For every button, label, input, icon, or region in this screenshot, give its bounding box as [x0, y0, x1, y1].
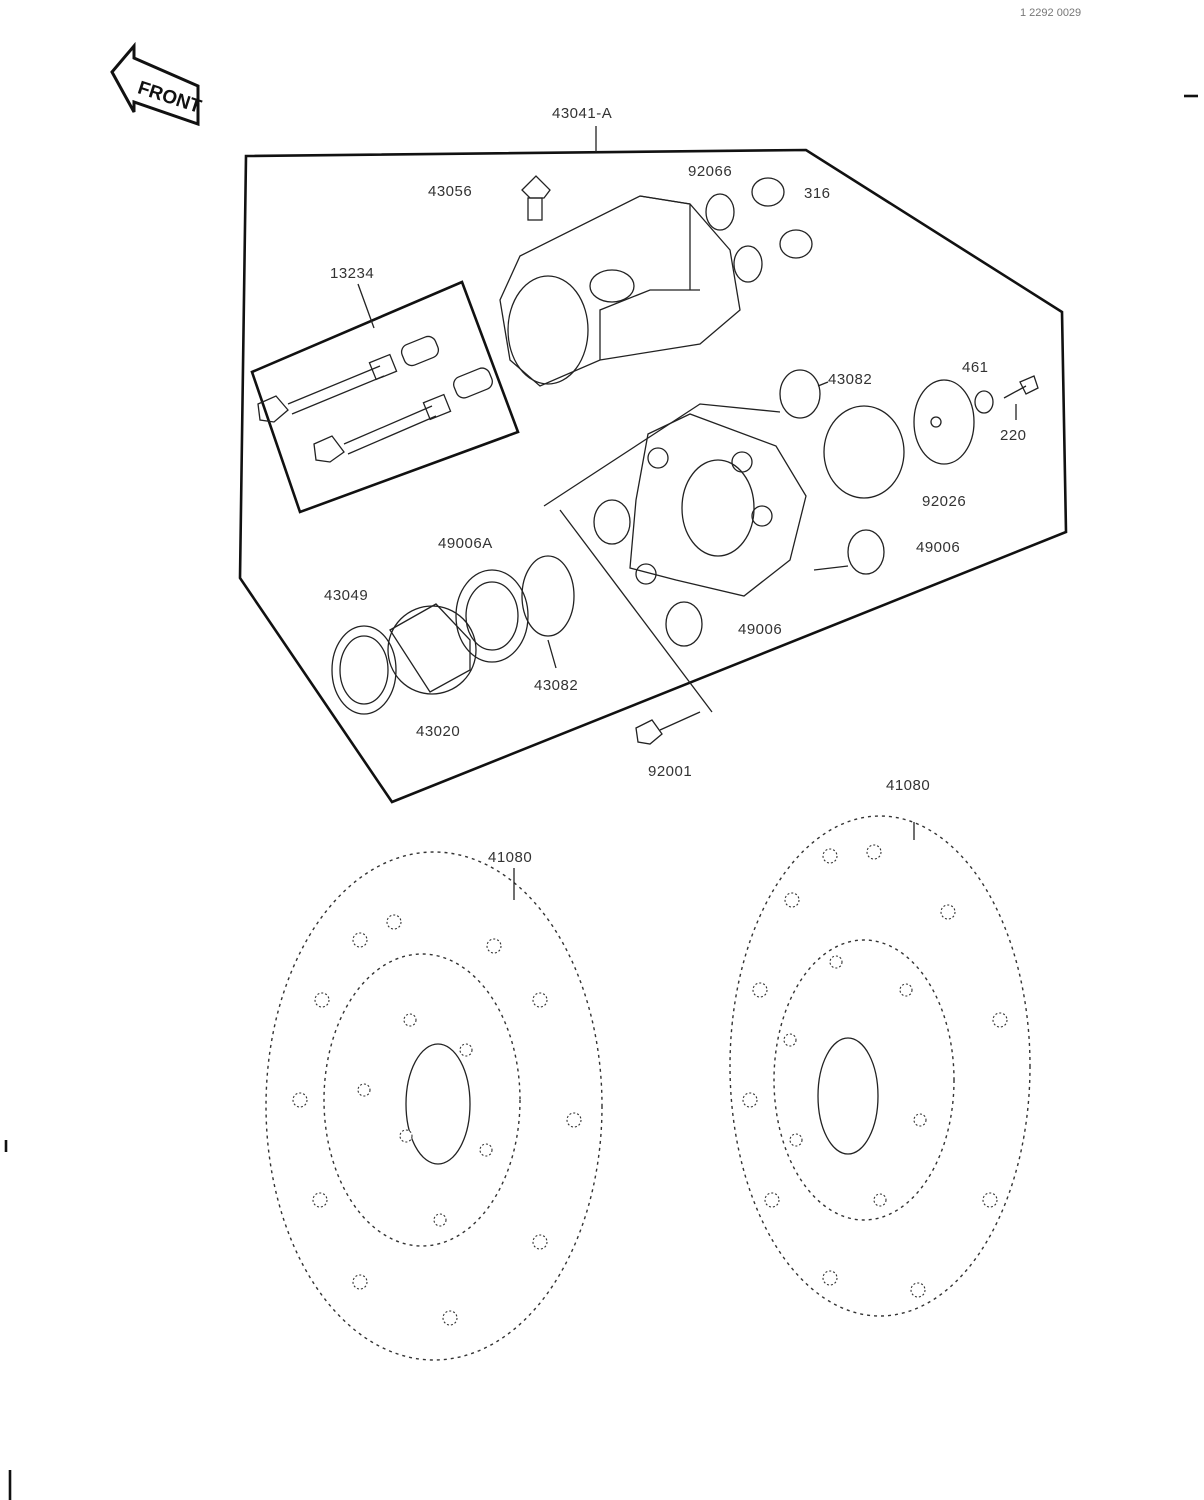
- piston-icon: [387, 603, 477, 695]
- boot-lower-icon: [521, 555, 575, 637]
- ref-code: 1 2292 0029: [1020, 7, 1081, 19]
- label-mount-bolt: 92001: [648, 763, 692, 780]
- assembly-outline: [238, 148, 1068, 804]
- seal-outer-icon: [705, 193, 735, 231]
- label-disc-right: 41080: [886, 777, 930, 794]
- label-bolt-small: 220: [1000, 427, 1027, 444]
- bracket-dash: [543, 403, 781, 507]
- label-disc-left: 41080: [488, 849, 532, 866]
- label-boot-lower: 43082: [534, 677, 578, 694]
- caliper-bracket-icon: [629, 413, 807, 597]
- label-washer: 461: [962, 359, 989, 376]
- boot-lower-leader: [547, 639, 557, 669]
- brake-disc-left-icon: [265, 851, 603, 1361]
- label-assembly: 43041-A: [552, 105, 612, 122]
- caliper-cover-icon: [930, 416, 942, 428]
- bolt-small-icon: [1003, 375, 1039, 399]
- label-caliper-cover: 92026: [922, 493, 966, 510]
- label-bleeder-valve: 43056: [428, 183, 472, 200]
- boot-upper-leader: [817, 381, 829, 387]
- label-bushing-right: 49006: [916, 539, 960, 556]
- seal-outer-icon: [733, 245, 763, 283]
- label-dust-seal: 49006A: [438, 535, 493, 552]
- bushing-right-icon: [847, 529, 885, 575]
- bushing-lower-icon: [665, 601, 703, 647]
- slide-pin-upper-icon: [257, 335, 440, 423]
- washer-icon: [974, 390, 994, 414]
- cap-small-icon: [751, 177, 785, 207]
- dust-seal-icon: [455, 569, 529, 663]
- label-pin-set: 13234: [330, 265, 374, 282]
- dust-seal-icon: [465, 581, 519, 651]
- front-arrow-icon: FRONT: [110, 41, 204, 127]
- label-bushing-lower: 49006: [738, 621, 782, 638]
- mount-bolt-icon: [635, 711, 701, 745]
- bleeder-valve-icon: [521, 175, 551, 221]
- caliper-cover-icon: [913, 379, 975, 465]
- bushing-right-leader: [813, 565, 849, 571]
- piston-seal-icon: [339, 635, 389, 705]
- slide-pin-lower-icon: [313, 367, 493, 463]
- label-piston-seal: 43049: [324, 587, 368, 604]
- boot-upper-icon: [779, 369, 821, 419]
- pin-set-leader: [357, 283, 375, 329]
- pin-set-outline: [250, 280, 520, 514]
- label-seal-outer: 92066: [688, 163, 732, 180]
- bushing-icon: [593, 499, 631, 545]
- label-piston: 43020: [416, 723, 460, 740]
- cap-small-icon: [779, 229, 813, 259]
- label-boot-upper: 43082: [828, 371, 872, 388]
- label-cap-small: 316: [804, 185, 831, 202]
- mount-bolt-leader: [559, 509, 713, 713]
- brake-disc-right-icon: [729, 815, 1031, 1317]
- piston-seal-icon: [331, 625, 397, 715]
- caliper-body-icon: [499, 195, 741, 387]
- caliper-cover-icon: [823, 405, 905, 499]
